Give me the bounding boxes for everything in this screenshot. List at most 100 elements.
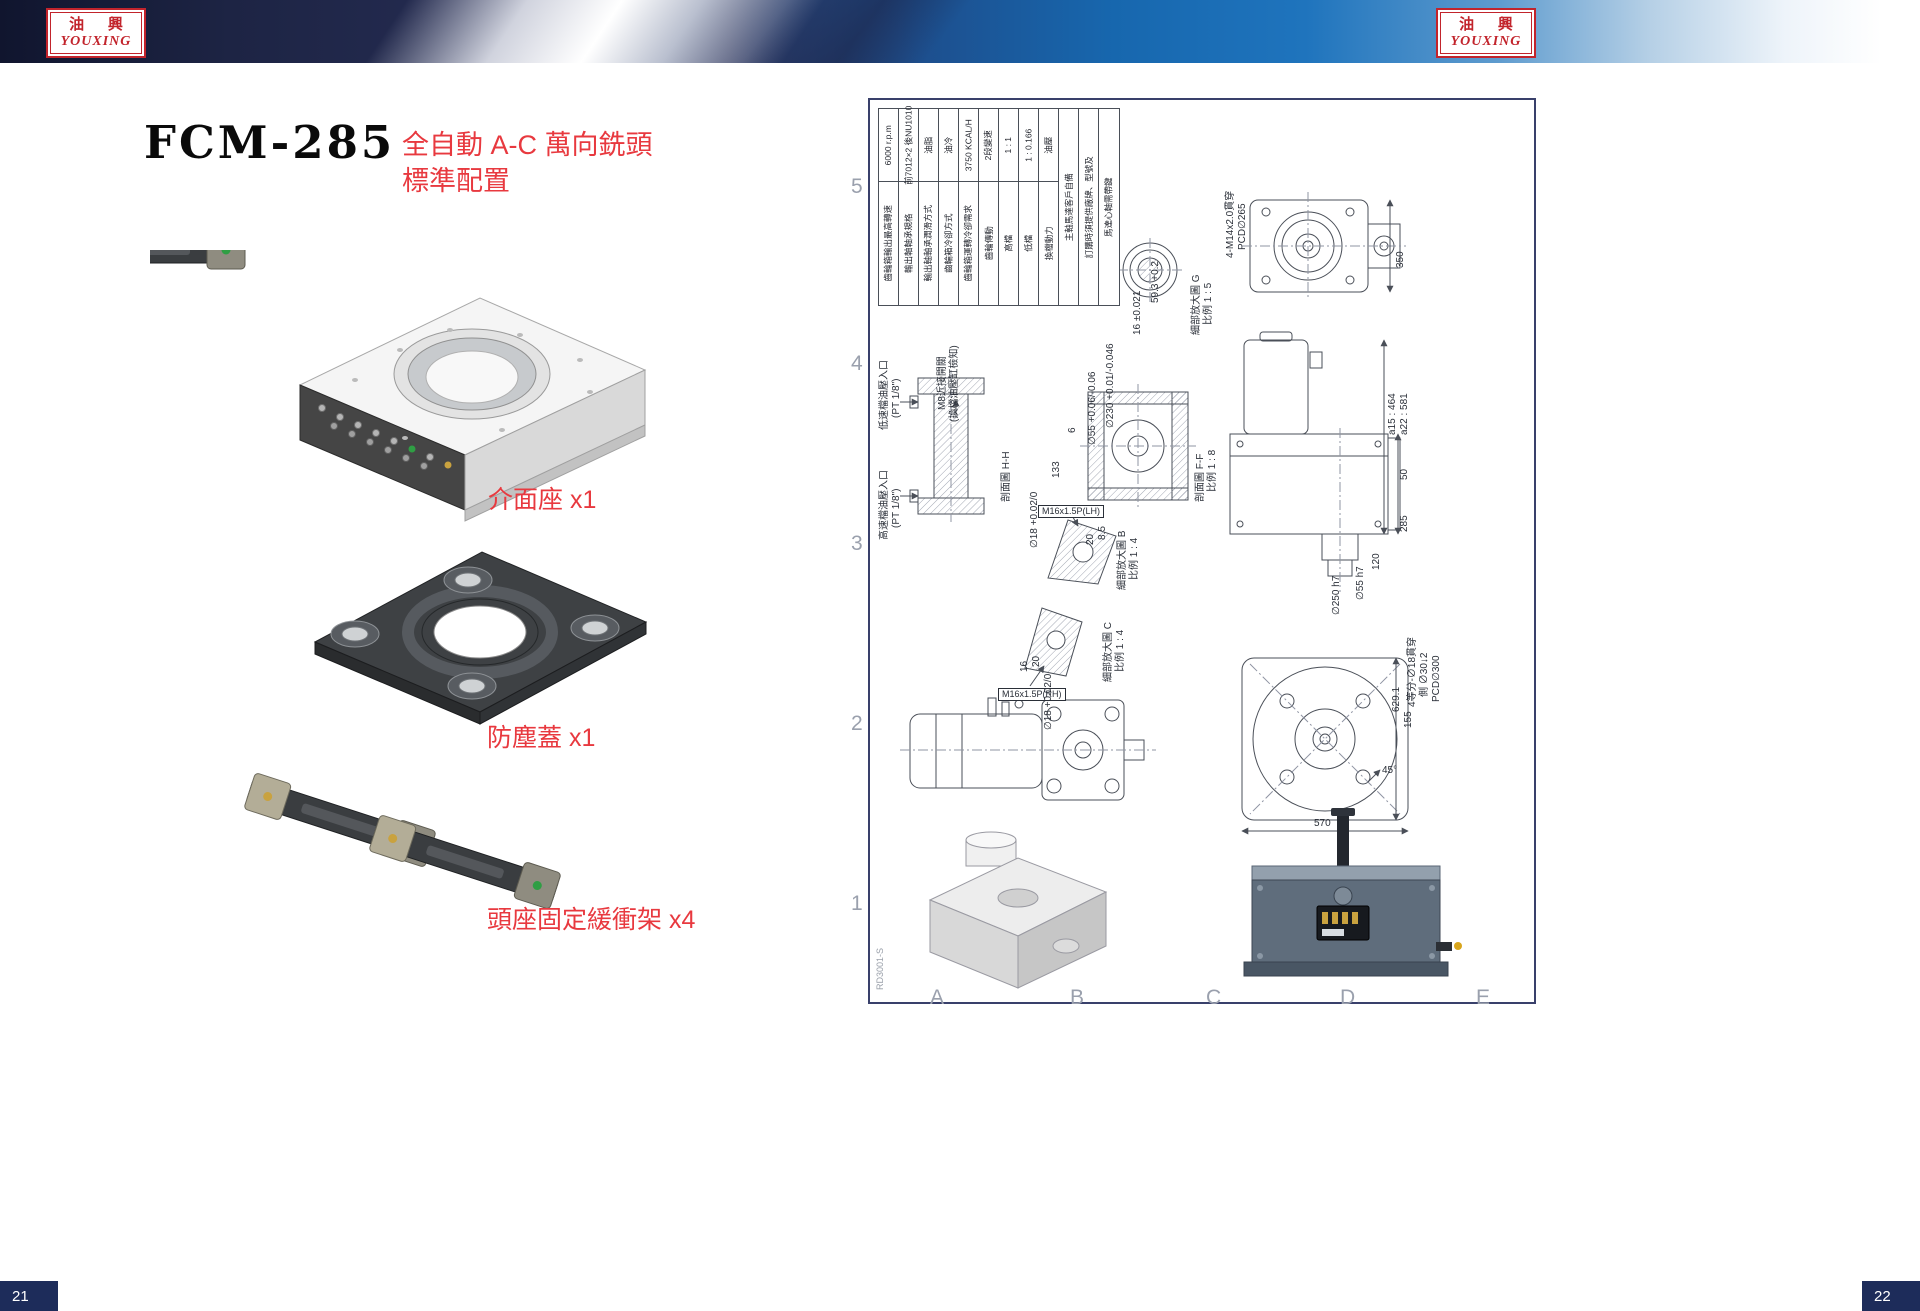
dim-label: a15 : 464	[1387, 393, 1398, 435]
page-subtitle: 全自動 A-C 萬向銑頭 標準配置	[402, 127, 653, 199]
dim-label: 20	[1031, 655, 1042, 667]
spec-column: 油脂 輸出軸軸承潤滑方式	[919, 109, 939, 305]
grid-col-label: C	[1206, 986, 1222, 1009]
dim-label: 16 ±0.021	[1132, 290, 1143, 335]
part-label-interface-seat: 介面座 x1	[488, 486, 597, 514]
page-title-model: FCM-285	[144, 116, 396, 169]
grid-col-label: E	[1476, 986, 1491, 1009]
dim-label: 570	[1314, 818, 1331, 829]
dim-label: ∅55 h7	[1355, 566, 1366, 600]
spec-column: 油壓 換檔動力	[1039, 109, 1059, 305]
spec-value: 油脂	[923, 136, 934, 154]
view-title: 剖面圖 F-F	[1195, 453, 1206, 502]
spec-note-column: 主軸馬達客戶自備	[1059, 109, 1079, 305]
dim-label: 側 ∅30↓2	[1419, 652, 1430, 697]
front-view	[1241, 657, 1409, 835]
view-scale: 比例 1 : 5	[1203, 282, 1214, 325]
spec-column: 2段變速 齒輪傳動	[979, 109, 999, 305]
side-view-flange	[900, 697, 1156, 801]
dim-label: a22 : 581	[1399, 393, 1410, 435]
spec-note-column: 訂購時須提供廠牌、型號及	[1079, 109, 1099, 305]
part-label-dust-cover: 防塵蓋 x1	[487, 724, 596, 752]
spec-column: 油冷 齒輪箱冷卻方式	[939, 109, 959, 305]
drawing-views	[900, 192, 1462, 989]
dim-label: PCD∅265	[1237, 203, 1248, 250]
logo-right: 油 興 YOUXING	[1436, 8, 1536, 58]
parts-illustrations	[150, 250, 648, 910]
doc-number: RD3001-S	[875, 947, 885, 990]
spec-label: 齒輪箱運轉冷卻需求	[963, 205, 974, 282]
spec-note: 訂購時須提供廠牌、型號及	[1083, 155, 1094, 259]
spec-table: 6000 r.p.m 齒輪箱輸出最高轉速 前7012×2 後NU1010 輸出軸…	[878, 105, 1120, 306]
view-scale: 比例 1 : 4	[1129, 537, 1140, 580]
spec-label: 齒輪箱冷卻方式	[943, 213, 954, 274]
grid-row-label: 2	[851, 712, 863, 735]
grid-col-label: A	[930, 986, 945, 1009]
thread-callout: M16x1.5P(RH)	[998, 688, 1066, 701]
detail-c-view	[1024, 607, 1083, 687]
dust-cover-illustration	[313, 551, 648, 725]
dim-label: ∅250 h7	[1331, 575, 1342, 615]
spec-note: 主軸馬達客戶自備	[1063, 172, 1074, 242]
page-number-right: 22	[1862, 1281, 1920, 1311]
dim-label: 50	[1399, 468, 1410, 480]
grid-row-label: 5	[851, 175, 863, 198]
dim-label: 350	[1395, 251, 1406, 268]
detail-g-view	[1118, 238, 1182, 302]
port-label: (PT 1/8")	[891, 488, 902, 529]
spec-column: 前7012×2 後NU1010 輸出軸軸承規格	[899, 105, 919, 305]
logo-text-en: YOUXING	[60, 33, 132, 49]
spec-label: 低檔	[1023, 234, 1034, 253]
dim-label: 8.5	[1097, 526, 1108, 540]
detail-b-view	[1047, 511, 1117, 585]
view-scale: 比例 1 : 8	[1207, 449, 1218, 492]
grid-row-label: 4	[851, 352, 863, 375]
page-number-left: 21	[0, 1281, 58, 1311]
logo-left: 油 興 YOUXING	[46, 8, 146, 58]
spec-label: 齒輪箱輸出最高轉速	[883, 205, 894, 282]
port-label: (PT 1/8")	[891, 378, 902, 419]
dim-label: 4-M14x2.0貫穿	[1225, 190, 1236, 258]
buffer-bracket-illustration	[150, 250, 562, 910]
dim-label: PCD∅300	[1431, 655, 1442, 702]
spec-value: 1 : 0.166	[1023, 128, 1034, 162]
view-scale: 比例 1 : 4	[1115, 629, 1126, 672]
spec-label: 齒輪傳動	[983, 226, 994, 261]
spec-note-column: 馬達心軸需帶鍵	[1099, 109, 1119, 305]
shaded-render-view	[1243, 808, 1462, 977]
engineering-drawing-sheet: 6000 r.p.m 齒輪箱輸出最高轉速 前7012×2 後NU1010 輸出軸…	[851, 98, 1536, 1009]
isometric-render-view	[928, 831, 1108, 989]
spec-value: 油冷	[943, 136, 954, 154]
rear-flange-view	[1242, 192, 1406, 300]
spec-column: 6000 r.p.m 齒輪箱輸出最高轉速	[879, 109, 899, 305]
sensor-label: (換檔油壓缸檢知)	[949, 345, 960, 422]
view-title: 細部放大圖 B	[1117, 530, 1128, 590]
logo-text-cn: 油 興	[69, 16, 133, 33]
grid-row-label: 3	[851, 532, 863, 555]
subtitle-line-1: 全自動 A-C 萬向銑頭	[402, 130, 653, 160]
dim-label: ∅18 +0.02/0	[1029, 491, 1040, 548]
dim-label: ∅55 +0.06/-0.06	[1087, 371, 1098, 446]
subtitle-line-2: 標準配置	[402, 166, 510, 196]
dim-label: 155	[1403, 711, 1414, 728]
angle-label: 45°	[1382, 765, 1398, 776]
dim-label: ∅230 +0.01/-0.046	[1105, 343, 1116, 428]
dim-label: 285	[1399, 515, 1410, 532]
dim-label: 16	[1019, 660, 1030, 672]
spec-column: 3750 KCAL/H 齒輪箱運轉冷卻需求	[959, 109, 979, 305]
section-hh-view	[900, 370, 985, 522]
grid-col-label: D	[1340, 986, 1356, 1009]
spec-value: 油壓	[1043, 136, 1054, 154]
spec-label: 高檔	[1003, 234, 1014, 253]
spec-value: 6000 r.p.m	[883, 124, 894, 166]
sensor-label: M8近接開關	[937, 356, 948, 410]
view-title: 剖面圖 H-H	[1001, 451, 1012, 502]
section-ff-view	[1080, 384, 1196, 508]
spec-note: 馬達心軸需帶鍵	[1103, 177, 1114, 237]
logo-text-en: YOUXING	[1450, 33, 1522, 49]
spec-column: 1 : 0.166 低檔	[1019, 109, 1039, 305]
spec-column: 1 : 1 高檔	[999, 109, 1019, 305]
interface-seat-illustration	[298, 297, 647, 522]
dim-label: 20	[1085, 533, 1096, 545]
spec-label: 輸出軸軸承潤滑方式	[923, 205, 934, 282]
